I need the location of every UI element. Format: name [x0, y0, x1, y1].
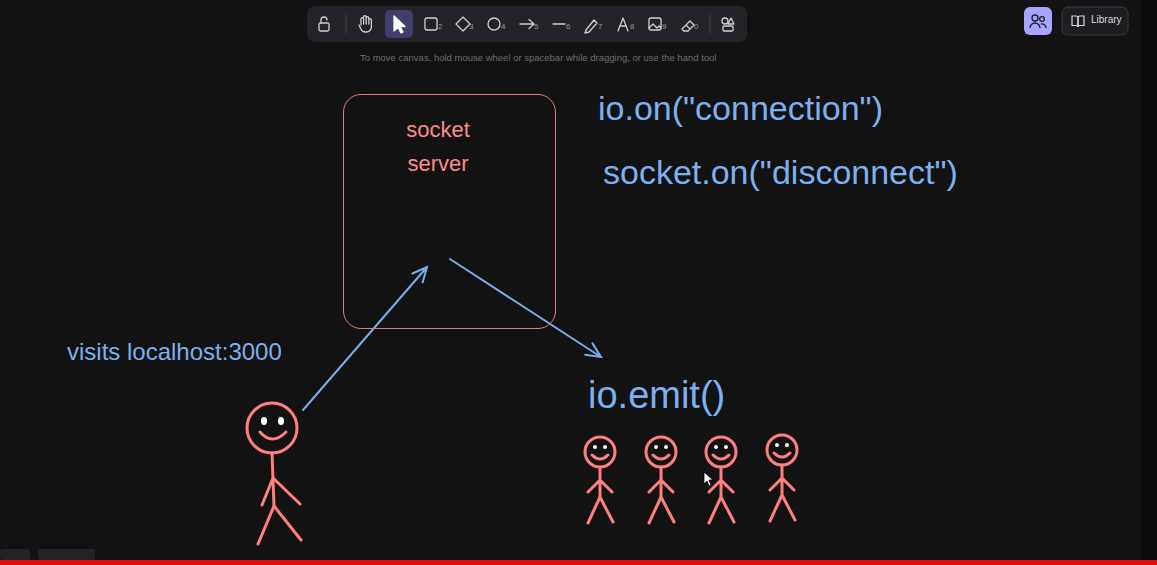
book-icon	[1072, 16, 1084, 27]
code-note: socket.on("disconnect")	[603, 152, 958, 193]
visitor-eyes	[261, 417, 284, 425]
shortcut-number: 8	[630, 22, 634, 32]
code-note: io.emit()	[588, 373, 725, 419]
shortcut-number: 9	[662, 22, 666, 32]
progress-bar	[0, 560, 1157, 565]
library-button	[1062, 7, 1128, 35]
canvas-hint: To move canvas, hold mouse wheel or spac…	[360, 52, 716, 63]
bottom-button	[38, 549, 95, 560]
shortcut-number: 7	[598, 22, 602, 32]
visit-arrow	[303, 267, 427, 410]
toolbar	[307, 6, 747, 42]
collab-icon	[1030, 15, 1046, 28]
emit-arrow	[450, 259, 601, 357]
arrows	[303, 259, 601, 410]
library-label: Library	[1091, 14, 1122, 26]
node-label: socket server	[388, 113, 488, 181]
toolbar-icons	[319, 15, 734, 33]
shortcut-number: 4	[501, 22, 505, 32]
shortcut-number: 5	[534, 22, 538, 32]
selected-tool	[385, 10, 413, 38]
bottom-button	[0, 549, 30, 560]
collab-button	[1024, 7, 1052, 35]
client-figures	[585, 435, 797, 523]
visitor-figure	[247, 403, 301, 544]
action-note: visits localhost:3000	[67, 338, 282, 367]
code-note: io.on("connection")	[598, 88, 883, 129]
shortcut-number: 2	[438, 22, 442, 32]
client-eyes	[593, 443, 789, 449]
shortcut-number: 0	[694, 22, 698, 32]
side-strip	[1141, 0, 1157, 560]
shortcut-number: 6	[566, 22, 570, 32]
shortcut-number: 3	[469, 22, 473, 32]
server-box: socket server	[343, 94, 556, 329]
mouse-cursor	[704, 472, 713, 486]
